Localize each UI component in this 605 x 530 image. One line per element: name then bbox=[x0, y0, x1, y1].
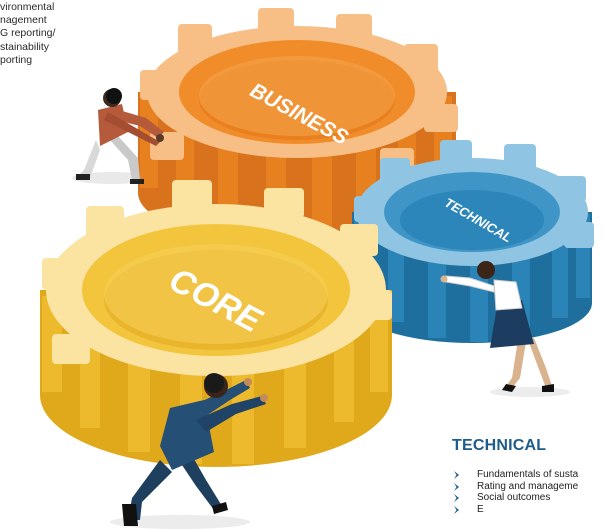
intro-line: nagement bbox=[0, 14, 47, 27]
intro-line: porting bbox=[0, 53, 33, 66]
technical-panel-title: TECHNICAL bbox=[452, 437, 547, 454]
chevron-right-icon bbox=[454, 482, 459, 491]
list-item: E bbox=[452, 504, 605, 516]
list-item: Rating and manageme bbox=[452, 481, 605, 493]
chevron-right-icon bbox=[454, 505, 459, 514]
person-pushing-core-gear bbox=[122, 373, 268, 526]
list-item-label: Rating and manageme bbox=[477, 480, 579, 492]
intro-line: G reporting/ bbox=[0, 27, 56, 40]
list-item-label: E bbox=[477, 503, 484, 515]
technical-list: Fundamentals of susta Rating and managem… bbox=[452, 469, 605, 515]
shadow-3 bbox=[110, 515, 250, 529]
intro-line: vironmental bbox=[0, 1, 55, 13]
list-item: Social outcomes bbox=[452, 492, 605, 504]
shadow-2 bbox=[490, 387, 570, 397]
list-item-label: Social outcomes bbox=[477, 492, 551, 503]
technical-panel: TECHNICAL Fundamentals of susta Rating a… bbox=[452, 437, 605, 530]
list-item-label: Fundamentals of susta bbox=[477, 469, 579, 480]
intro-line: stainability bbox=[0, 40, 50, 53]
list-item: Fundamentals of susta bbox=[452, 469, 605, 481]
chevron-right-icon bbox=[454, 471, 459, 479]
intro-text-fragment: vironmental nagement G reporting/ staina… bbox=[0, 1, 55, 67]
person-pushing-technical-gear bbox=[440, 261, 554, 392]
person-pushing-business-gear bbox=[76, 88, 164, 184]
technical-gear bbox=[352, 140, 594, 343]
chevron-right-icon bbox=[454, 494, 459, 502]
